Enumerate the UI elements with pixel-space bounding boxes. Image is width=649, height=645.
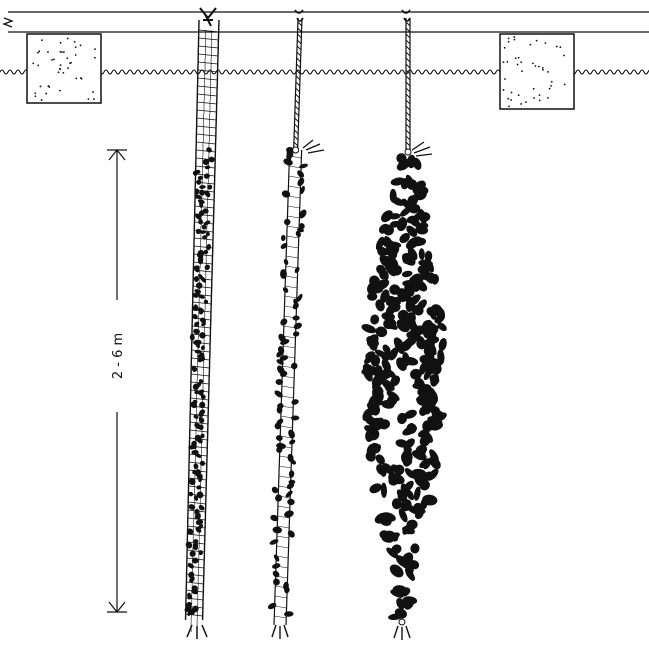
float-left xyxy=(27,34,101,103)
rope-net-sock xyxy=(184,8,219,639)
tassel-bottom-2 xyxy=(272,625,288,639)
float-right xyxy=(500,34,574,109)
rope-sparse xyxy=(267,10,324,639)
dimension-arrow xyxy=(107,150,127,612)
headline xyxy=(4,12,649,32)
tassel-bottom xyxy=(187,625,207,639)
tassel-top-2 xyxy=(303,140,324,153)
tassel-bottom-3 xyxy=(394,626,410,640)
tassel-top-3 xyxy=(412,142,432,156)
dimension-label: 2 - 6 m xyxy=(111,333,126,379)
rope-cluster xyxy=(360,10,448,640)
knot-top xyxy=(200,8,216,26)
